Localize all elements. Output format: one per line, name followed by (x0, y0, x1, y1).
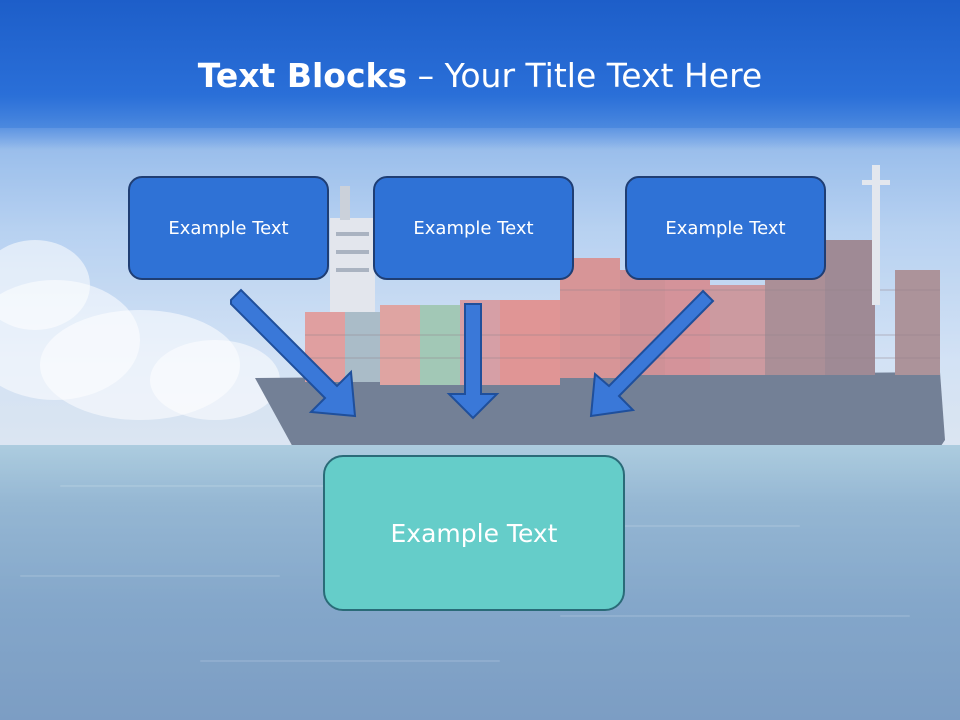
result-text-block[interactable]: Example Text (323, 455, 625, 611)
text-block-3[interactable]: Example Text (625, 176, 826, 280)
text-block-2-label: Example Text (413, 217, 534, 239)
title-banner (0, 0, 960, 150)
arrow-left (230, 288, 357, 418)
text-block-1[interactable]: Example Text (128, 176, 329, 280)
title-regular-part: – Your Title Text Here (407, 56, 763, 95)
cloud (0, 240, 90, 330)
arrow-right (589, 289, 715, 418)
text-block-2[interactable]: Example Text (373, 176, 574, 280)
result-text-block-label: Example Text (390, 518, 558, 548)
text-block-3-label: Example Text (665, 217, 786, 239)
text-block-1-label: Example Text (168, 217, 289, 239)
arrow-center (446, 303, 500, 420)
slide-title: Text Blocks – Your Title Text Here (0, 52, 960, 102)
title-bold-part: Text Blocks (197, 56, 408, 95)
